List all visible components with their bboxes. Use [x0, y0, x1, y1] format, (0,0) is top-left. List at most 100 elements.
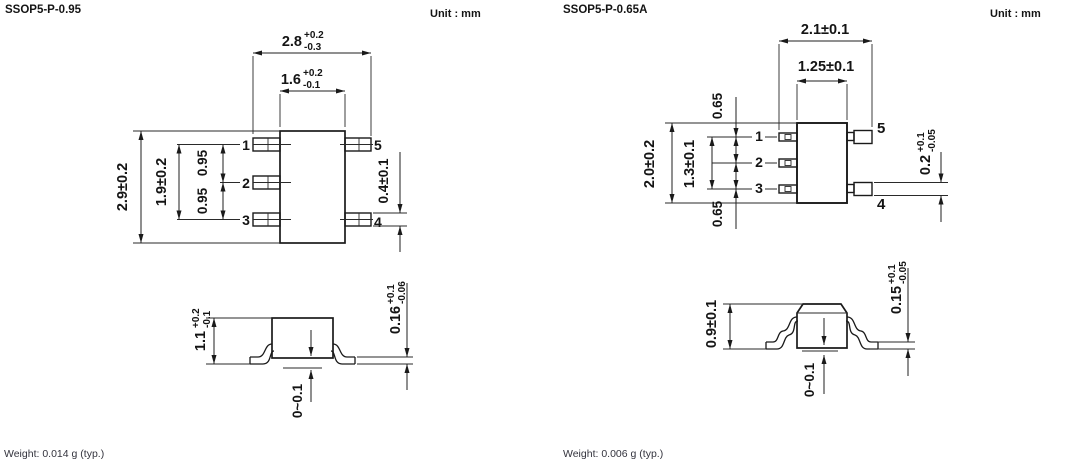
dim-pitch-upper-value: 0.95: [195, 149, 210, 176]
dim-standoff-value: 0~0.1: [290, 383, 305, 418]
left-unit-label: Unit : mm: [430, 8, 481, 20]
dim-pin-pitch: 0.95 0.95: [195, 144, 226, 220]
dim-lead-thickness-tol-plus: +0.1: [386, 284, 397, 304]
extension-lines: [796, 84, 848, 120]
extension-lines: [870, 341, 915, 350]
pin3-lead: [778, 184, 798, 194]
pin1-number: 1: [242, 137, 250, 153]
dim-body-height-tol-plus: +0.2: [191, 308, 202, 328]
left-side-view: 1.1 +0.2 -0.1 0.16 +0.1 -0.06 0~0.1: [191, 281, 413, 418]
dim-body-length-value: 2.9±0.2: [115, 163, 131, 211]
dim-lead-span: 2.1±0.1: [778, 22, 873, 130]
dim-body-width-tol-plus: +0.2: [303, 68, 323, 79]
pin4-stub: [846, 183, 855, 194]
dim-lead-thickness-value: 0.15: [889, 286, 905, 314]
extension-lines: [874, 182, 948, 196]
dim-lead-thickness-value: 0.16: [388, 306, 404, 334]
right-weight-label: Weight: 0.006 g (typ.): [563, 448, 663, 460]
dim-body-height: 0.9±0.1: [704, 300, 803, 350]
pin4-number: 4: [877, 196, 886, 213]
left-top-view: 1 2 3 5 4 2.8 +0.2 -0.3 1.6 +0.2 -0.1 2.…: [115, 30, 407, 252]
dim-body-height-tol-minus: -0.1: [202, 310, 213, 328]
extension-lines: [357, 356, 413, 365]
extension-lines: [252, 56, 372, 136]
dim-outer-pin-span: 1.3±0.1: [682, 137, 715, 189]
dim-body-height: 1.1 +0.2 -0.1: [191, 308, 272, 365]
dim-pitch-lower-value: 0.65: [710, 200, 725, 227]
dim-lead-thickness: 0.15 +0.1 -0.05: [870, 261, 915, 376]
dim-lead-width-value: 0.2: [918, 155, 934, 175]
dim-body-length: 2.0±0.2: [642, 122, 797, 204]
package-body-side: [271, 317, 334, 359]
dim-body-width-value: 1.25±0.1: [798, 59, 854, 75]
dim-lead-span-tol-minus: -0.3: [304, 42, 322, 53]
pin5-number: 5: [374, 137, 382, 153]
dim-outer-pin-span: 1.9±0.2: [154, 144, 182, 220]
dim-pin-pitch: 0.65 0.65: [710, 92, 739, 229]
right-top-view: 1 2 3 5 4 2.1±0.1 1.25±0.1 2.0±0.2 1.3±0…: [642, 22, 948, 229]
pin2-cross-section: [784, 160, 792, 166]
extension-lines: [778, 44, 873, 130]
dim-outer-pin-span-value: 1.3±0.1: [682, 140, 698, 188]
dim-lead-span: 2.8 +0.2 -0.3: [252, 30, 372, 136]
dim-lead-span-value: 2.8: [282, 34, 302, 50]
dim-lead-thickness-tol-minus: -0.05: [898, 261, 909, 284]
dim-lead-thickness-tol-plus: +0.1: [887, 264, 898, 284]
left-weight-label: Weight: 0.014 g (typ.): [4, 448, 104, 460]
dim-outer-pin-span-value: 1.9±0.2: [154, 158, 170, 206]
left-package-title: SSOP5-P-0.95: [5, 4, 82, 16]
extension-lines: [279, 94, 346, 127]
dim-body-width-value: 1.6: [281, 72, 301, 88]
gullwing-lead-right: [330, 343, 356, 365]
pin5-lead: [853, 129, 873, 145]
pin1-number: 1: [755, 128, 763, 144]
left-package-drawing: SSOP5-P-0.95 Unit : mm 1 2 3 5 4 2.8 +0.…: [4, 4, 481, 460]
dim-lead-span-tol-plus: +0.2: [304, 30, 324, 41]
pin5-number: 5: [877, 120, 885, 137]
package-body-outline: [279, 130, 346, 244]
pin-center-lines: [707, 136, 777, 190]
pin4-lead: [853, 181, 873, 197]
dim-standoff-value: 0~0.1: [802, 362, 817, 397]
dim-body-length-value: 2.0±0.2: [642, 140, 658, 188]
pin2-number: 2: [755, 154, 763, 170]
dim-lead-width-value: 0.4±0.1: [376, 158, 391, 203]
dim-body-height-value: 1.1: [193, 331, 209, 351]
gullwing-lead-left: [249, 343, 275, 365]
extension-lines: [206, 317, 272, 365]
pin1-lead: [778, 132, 798, 142]
dim-lead-width: 0.4±0.1: [373, 152, 407, 252]
right-package-drawing: SSOP5-P-0.65A Unit : mm 1 2 3 5 4 2.1±0.…: [563, 4, 1041, 460]
pin-center-lines: [177, 144, 373, 220]
dim-lead-thickness: 0.16 +0.1 -0.06: [357, 281, 413, 390]
package-body-side: [796, 303, 848, 349]
dim-pitch-lower-value: 0.95: [195, 187, 210, 214]
dim-body-height-value: 0.9±0.1: [704, 300, 720, 348]
gullwing-lead-right: [845, 316, 879, 350]
extension-lines: [665, 122, 797, 204]
gullwing-lead-left: [765, 316, 799, 350]
right-unit-label: Unit : mm: [990, 8, 1041, 20]
dim-standoff: 0~0.1: [290, 330, 314, 418]
pin2-number: 2: [242, 175, 250, 191]
pin5-stub: [846, 131, 855, 142]
dim-pitch-upper-value: 0.65: [710, 92, 725, 119]
dim-lead-width-tol-plus: +0.1: [916, 132, 927, 152]
dim-lead-width: 0.2 +0.1 -0.05: [874, 129, 948, 222]
pin4-number: 4: [374, 214, 382, 230]
dim-lead-width-tol-minus: -0.05: [927, 129, 938, 152]
extension-lines: [723, 303, 803, 350]
dim-standoff: 0~0.1: [802, 318, 827, 397]
dim-lead-thickness-tol-minus: -0.06: [397, 281, 408, 304]
pin3-cross-section: [784, 186, 792, 192]
pin3-number: 3: [242, 212, 250, 228]
dim-body-width-tol-minus: -0.1: [303, 80, 321, 91]
pin3-number: 3: [755, 180, 763, 196]
right-side-view: 0.9±0.1 0.15 +0.1 -0.05 0~0.1: [704, 261, 915, 397]
extension-lines: [133, 130, 280, 244]
dim-body-width: 1.6 +0.2 -0.1: [279, 68, 346, 127]
pin1-cross-section: [784, 134, 792, 140]
dim-body-length: 2.9±0.2: [115, 130, 280, 244]
dim-lead-span-value: 2.1±0.1: [801, 22, 849, 38]
